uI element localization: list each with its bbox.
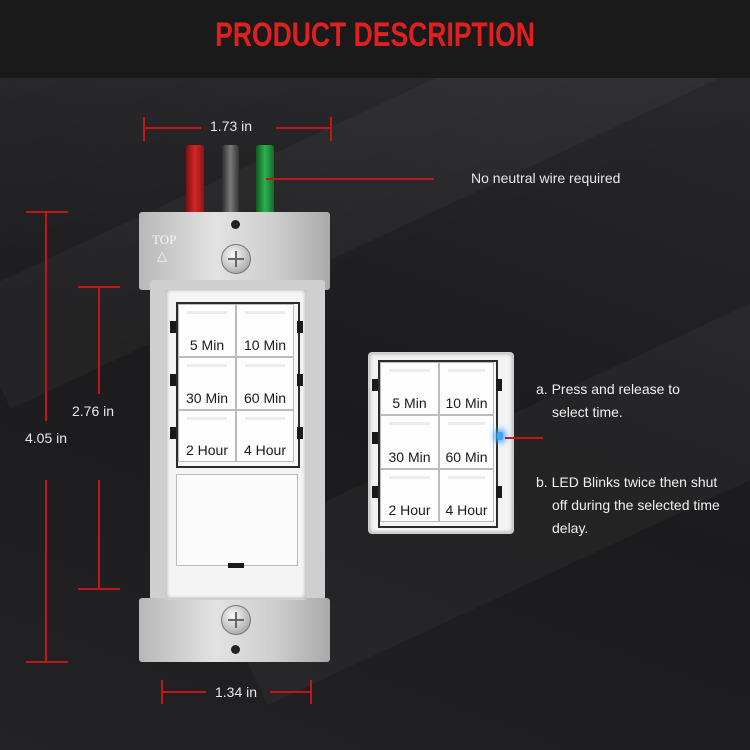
dimension-line [161, 691, 206, 693]
dimension-line [45, 211, 47, 421]
button-10-min[interactable]: 10 Min [236, 304, 294, 357]
step-b-line: off during the selected time [552, 497, 720, 513]
width-bottom-label: 1.34 in [215, 684, 258, 700]
height-inner-label: 2.76 in [72, 403, 115, 419]
sensor-slot [228, 563, 244, 568]
side-tick [496, 379, 502, 391]
plate-hole [231, 220, 240, 229]
side-tick [297, 374, 303, 386]
page-title: PRODUCT DESCRIPTION [215, 16, 535, 54]
dimension-tick [143, 117, 145, 141]
width-top-label: 1.73 in [210, 118, 253, 134]
side-tick [372, 379, 378, 391]
neutral-callout: No neutral wire required [471, 170, 621, 186]
top-screw [221, 244, 251, 274]
side-tick [297, 427, 303, 439]
button-60-min[interactable]: 60 Min [236, 357, 294, 410]
side-tick [170, 374, 176, 386]
header-bar [0, 0, 750, 78]
side-tick [496, 486, 502, 498]
button-label: 60 Min [445, 449, 488, 465]
led-indicator [497, 432, 503, 440]
zoomed-button-60-min[interactable]: 60 Min [439, 415, 494, 469]
red-wire [186, 145, 204, 215]
side-tick [297, 321, 303, 333]
button-label: 2 Hour [388, 502, 431, 518]
motion-sensor-lens [176, 474, 298, 566]
button-label: 5 Min [392, 395, 427, 411]
top-mark: TOP [152, 232, 177, 247]
neutral-callout-line [266, 178, 434, 180]
button-label: 10 Min [243, 337, 287, 353]
button-30-min[interactable]: 30 Min [178, 357, 236, 410]
button-label: 4 Hour [243, 442, 287, 458]
step-a-line: a. Press and release to [536, 381, 680, 397]
dimension-line [98, 480, 100, 590]
button-label: 30 Min [388, 449, 431, 465]
gray-wire [222, 145, 239, 215]
top-arrow: △ [157, 248, 167, 263]
green-wire [256, 145, 274, 215]
button-label: 4 Hour [445, 502, 488, 518]
dimension-tick [26, 211, 68, 213]
dimension-line [270, 691, 312, 693]
zoomed-button-2-hour[interactable]: 2 Hour [380, 469, 439, 522]
zoomed-button-30-min[interactable]: 30 Min [380, 415, 439, 469]
side-tick [372, 432, 378, 444]
zoomed-button-10-min[interactable]: 10 Min [439, 362, 494, 415]
side-tick [372, 486, 378, 498]
dimension-line [98, 286, 100, 394]
step-b-line: delay. [552, 520, 589, 536]
side-tick [170, 427, 176, 439]
button-label: 2 Hour [185, 442, 229, 458]
height-outer-label: 4.05 in [25, 430, 68, 446]
zoomed-button-4-hour[interactable]: 4 Hour [439, 469, 494, 522]
button-label: 5 Min [189, 337, 225, 353]
step-b-line: b. LED Blinks twice then shut [536, 474, 718, 490]
led-callout-line [505, 437, 543, 439]
step-b-instruction: b. LED Blinks twice then shut off during… [536, 471, 750, 540]
dimension-line [45, 480, 47, 662]
button-2-hour[interactable]: 2 Hour [178, 410, 236, 462]
zoomed-button-5-min[interactable]: 5 Min [380, 362, 439, 415]
button-label: 60 Min [243, 390, 287, 406]
button-label: 10 Min [445, 395, 488, 411]
button-5-min[interactable]: 5 Min [178, 304, 236, 357]
button-label: 30 Min [185, 390, 229, 406]
step-a-instruction: a. Press and release to select time. [536, 378, 746, 424]
button-4-hour[interactable]: 4 Hour [236, 410, 294, 462]
step-a-line: select time. [552, 404, 623, 420]
bottom-screw [221, 605, 251, 635]
dimension-tick [26, 661, 68, 663]
plate-hole [231, 645, 240, 654]
dimension-line [276, 127, 332, 129]
dimension-line [143, 127, 201, 129]
side-tick [170, 321, 176, 333]
dimension-tick [330, 117, 332, 141]
